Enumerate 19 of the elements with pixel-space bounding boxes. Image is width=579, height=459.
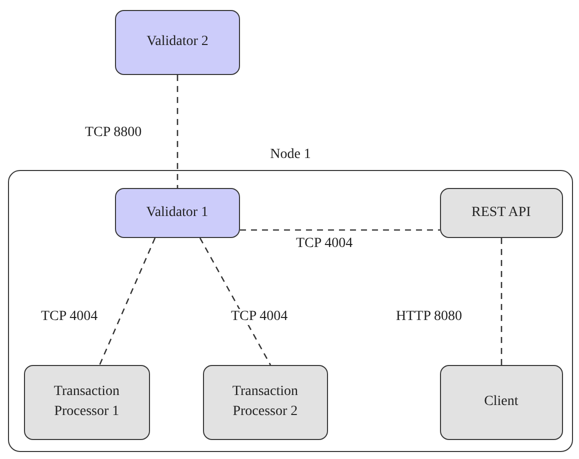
process-box <box>115 10 240 75</box>
process-box <box>202 364 328 440</box>
process-box <box>440 188 563 238</box>
connector-line <box>99 238 156 366</box>
process-box <box>24 364 150 440</box>
node-label: Validator 1 <box>146 204 208 222</box>
connector-line <box>500 238 502 365</box>
connector-line <box>240 229 440 231</box>
node-label: REST API <box>472 204 531 222</box>
group-title: Node 1 <box>270 147 311 163</box>
node-label: Client <box>484 393 518 412</box>
edge-label: TCP 4004 <box>230 309 289 325</box>
process-box <box>440 364 563 440</box>
connector-line <box>176 75 178 188</box>
connector-line <box>199 238 272 366</box>
node-label: Validator 2 <box>146 33 208 52</box>
node-label: Transaction Processor 2 <box>231 382 299 422</box>
node-label: Transaction Processor 1 <box>52 382 120 422</box>
process-box <box>114 188 240 238</box>
